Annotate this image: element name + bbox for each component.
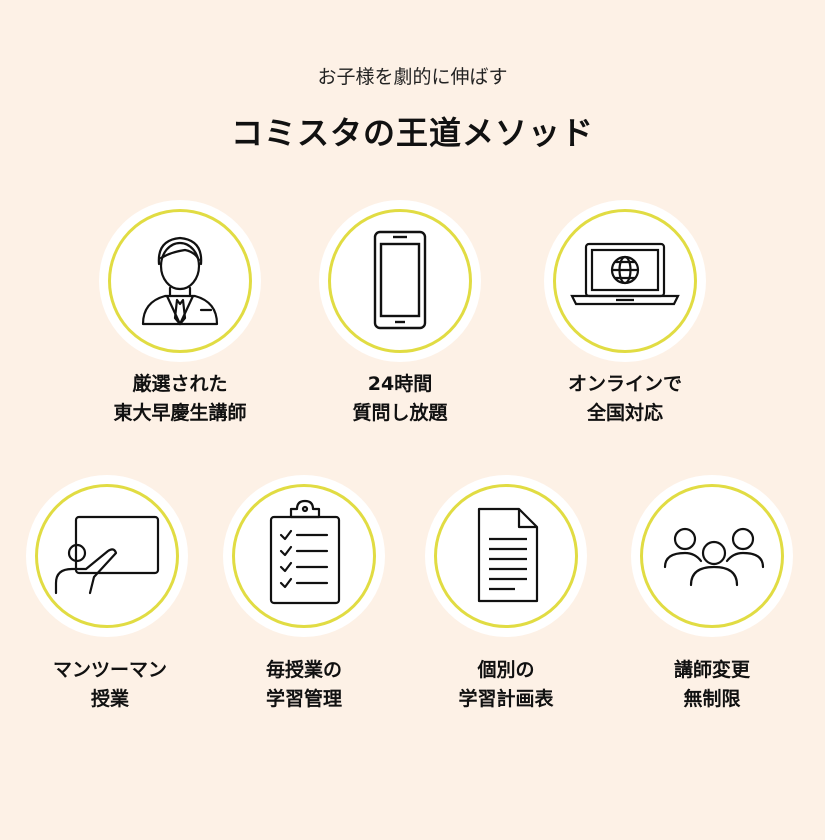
group-icon	[663, 527, 765, 587]
feature-label-questions: 24時間質問し放題	[352, 373, 448, 424]
feature-circle-questions	[325, 206, 475, 356]
feature-label-study-management: 毎授業の学習管理	[265, 659, 342, 710]
smartphone-icon	[373, 230, 427, 330]
document-icon	[477, 507, 539, 603]
laptop-globe-icon	[570, 242, 680, 306]
feature-label-one-on-one: マンツーマン授業	[52, 659, 167, 710]
page-subtitle: お子様を劇的に伸ばす	[317, 66, 508, 88]
feature-label-tutor-change: 講師変更無制限	[673, 659, 750, 710]
feature-circle-online	[550, 206, 700, 356]
page-title: コミスタの王道メソッド	[230, 114, 594, 152]
feature-circle-one-on-one	[32, 481, 182, 631]
checklist-clipboard-icon	[269, 499, 341, 605]
feature-label-tutors: 厳選された東大早慶生講師	[113, 373, 247, 424]
tutor-icon	[141, 236, 219, 326]
feature-label-study-plan: 個別の学習計画表	[458, 659, 554, 710]
feature-circle-study-management	[229, 481, 379, 631]
feature-label-online: オンラインで全国対応	[567, 373, 682, 424]
feature-circle-tutors	[105, 206, 255, 356]
teacher-board-icon	[54, 515, 160, 595]
feature-circle-tutor-change	[637, 481, 787, 631]
feature-circle-study-plan	[431, 481, 581, 631]
